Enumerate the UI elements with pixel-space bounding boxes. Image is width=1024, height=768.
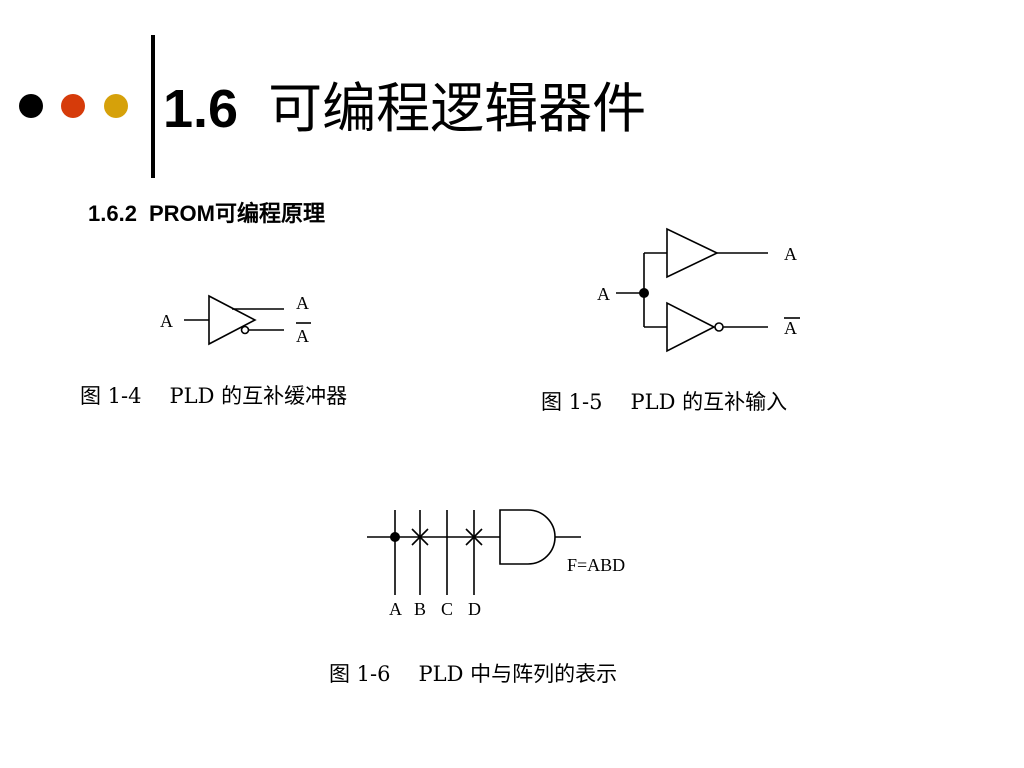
fig6-label-c: C (441, 599, 453, 619)
title-text: 可编程逻辑器件 (268, 77, 647, 140)
title-number: 1.6 (163, 79, 239, 139)
fig4-caption-text: PLD 的互补缓冲器 (169, 384, 348, 408)
figure-1-5-caption: 图 1-5 PLD 的互补输入 (541, 388, 787, 416)
fig5-input-label: A (597, 284, 610, 304)
fig5-output-a-label: A (784, 244, 797, 264)
dot-red-icon (61, 94, 85, 118)
slide-title: 1.6 可编程逻辑器件 (163, 74, 646, 144)
section-number: 1.6.2 (88, 201, 137, 226)
dot-gold-icon (104, 94, 128, 118)
figure-1-4-caption: 图 1-4 PLD 的互补缓冲器 (80, 382, 347, 410)
fig4-output-a-label: A (296, 293, 309, 313)
fig4-output-abar-label: A (296, 326, 309, 346)
section-heading: 1.6.2 PROM可编程原理 (88, 198, 325, 231)
fig6-caption-id: 图 1-6 (329, 662, 391, 686)
fig5-caption-id: 图 1-5 (541, 390, 603, 414)
fig4-caption-id: 图 1-4 (80, 384, 142, 408)
title-divider (151, 35, 155, 178)
section-title: PROM可编程原理 (148, 201, 325, 226)
fig5-caption-text: PLD 的互补输入 (630, 390, 788, 414)
fig5-output-abar-label: A (784, 318, 797, 338)
fig4-input-label: A (160, 311, 173, 331)
fig6-label-a: A (389, 599, 402, 619)
fig6-output-label: F=ABD (567, 555, 625, 575)
fig6-label-b: B (414, 599, 426, 619)
fig6-caption-text: PLD 中与阵列的表示 (418, 662, 618, 686)
fig5-junction-dot (639, 288, 649, 298)
dot-black-icon (19, 94, 43, 118)
figure-1-6-caption: 图 1-6 PLD 中与阵列的表示 (329, 660, 617, 688)
fig6-junction-dot (390, 532, 400, 542)
fig6-label-d: D (468, 599, 481, 619)
